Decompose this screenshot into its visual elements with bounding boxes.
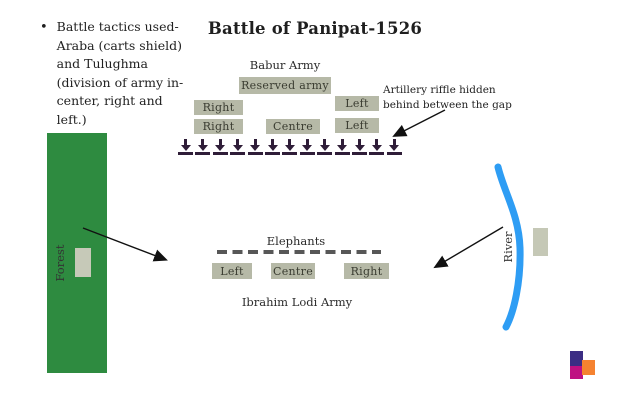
logo-orange-block (582, 360, 595, 375)
artillery-unit (369, 139, 385, 156)
artillery-arrow (392, 109, 446, 137)
artillery-unit (265, 139, 281, 156)
page-title: Battle of Panipat-1526 (207, 19, 423, 38)
artillery-unit (386, 139, 402, 156)
babur-right-upper-box: Right (194, 100, 243, 115)
river-arrow (433, 226, 504, 269)
babur-right-lower-box: Right (194, 119, 243, 134)
babur-centre-box: Centre (266, 119, 320, 134)
bullet-dot: • (40, 20, 48, 35)
artillery-unit (352, 139, 368, 156)
artillery-unit (247, 139, 263, 156)
babur-left-lower-box: Left (335, 118, 379, 133)
elephants-label: Elephants (266, 234, 326, 248)
lodi-left-box: Left (212, 263, 252, 279)
artillery-unit (299, 139, 315, 156)
lodi-centre-box: Centre (271, 263, 315, 279)
artillery-unit (212, 139, 228, 156)
tactics-note-text: Battle tactics used-Araba (carts shield)… (56, 19, 184, 127)
forest-inner-rect (75, 248, 91, 277)
tactics-note: • Battle tactics used-Araba (carts shiel… (40, 18, 192, 130)
artillery-unit (282, 139, 298, 156)
river-label: River (501, 231, 515, 263)
logo-indigo-block (570, 351, 583, 366)
artillery-row (178, 139, 402, 156)
elephants-line (217, 250, 381, 254)
babur-left-upper-box: Left (335, 96, 379, 111)
forest-label: Forest (53, 244, 67, 282)
lodi-right-box: Right (344, 263, 389, 279)
lodi-army-label: Ibrahim Lodi Army (241, 295, 353, 309)
babur-reserved-box: Reserved army (239, 77, 331, 94)
logo-magenta-block (570, 366, 583, 379)
artillery-annotation-line2: behind between the gap (383, 98, 512, 111)
artillery-unit (334, 139, 350, 156)
artillery-unit (178, 139, 193, 156)
artillery-unit (317, 139, 333, 156)
artillery-annotation-line1: Artillery riffle hidden (383, 84, 496, 96)
artillery-unit (195, 139, 211, 156)
artillery-annotation: Artillery riffle hidden behind between t… (383, 83, 523, 112)
babur-army-label: Babur Army (249, 58, 321, 72)
artillery-unit (230, 139, 246, 156)
river-side-rect (533, 228, 548, 256)
